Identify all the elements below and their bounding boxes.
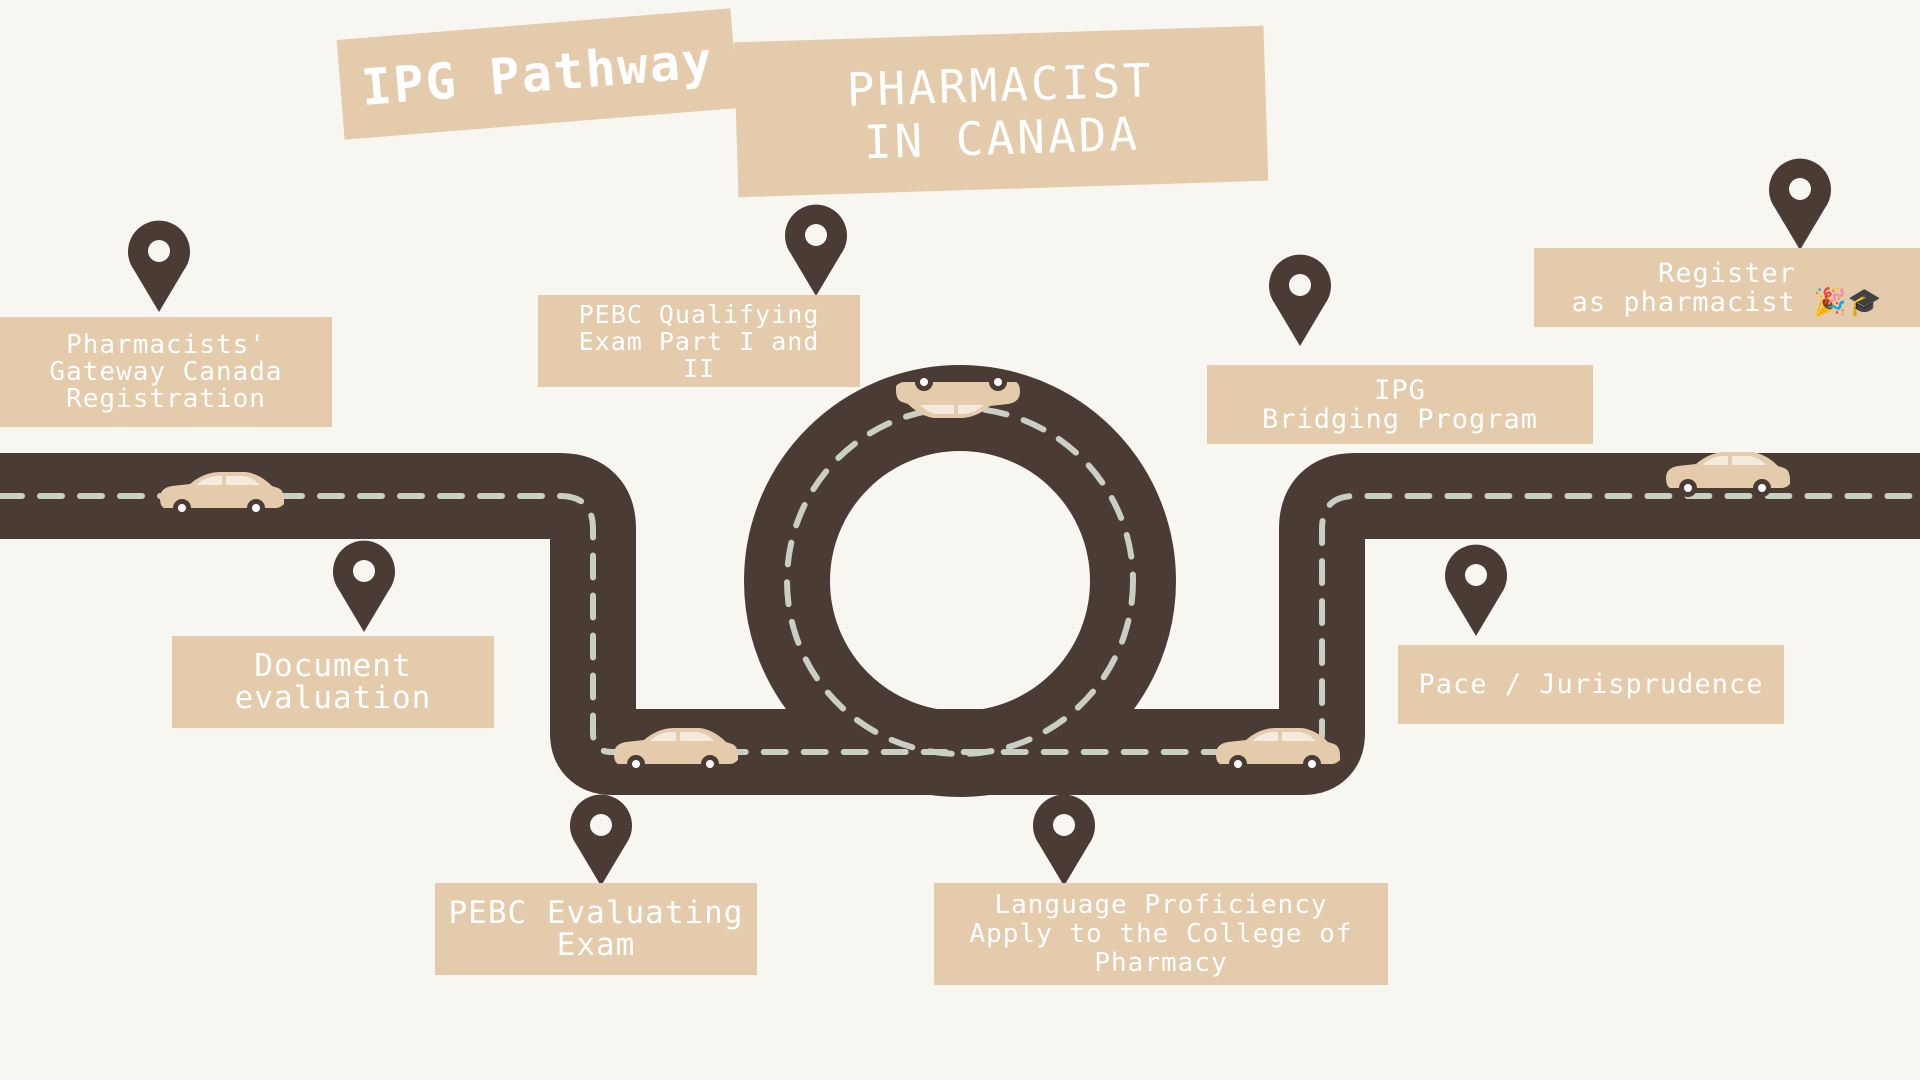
step-label: PEBC Evaluating Exam — [448, 895, 744, 963]
main-title: PHARMACIST IN CANADA — [733, 25, 1269, 198]
location-pin-icon — [785, 204, 847, 296]
car-icon — [1216, 728, 1340, 773]
step-register-as-pharmacist: Register as pharmacist 🎉🎓 — [1534, 248, 1920, 327]
car-icon — [896, 373, 1020, 418]
step-language-proficiency: Language Proficiency Apply to the Colleg… — [934, 883, 1388, 985]
step-label: Language Proficiency Apply to the Colleg… — [969, 889, 1353, 978]
location-pin-icon — [1769, 158, 1831, 250]
step-label: Document evaluation — [234, 648, 432, 716]
location-pin-icon — [333, 540, 395, 632]
step-pebc-evaluating-exam: PEBC Evaluating Exam — [435, 883, 757, 975]
car-icon — [160, 472, 284, 517]
step-ipg-bridging-program: IPG Bridging Program — [1207, 365, 1593, 444]
location-pin-icon — [127, 220, 190, 312]
location-pin-icon — [1445, 544, 1507, 636]
location-pin-icon — [1269, 254, 1331, 346]
step-gateway-registration: Pharmacists' Gateway Canada Registration — [0, 317, 332, 427]
step-pebc-qualifying-exam: PEBC Qualifying Exam Part I and II — [538, 295, 860, 387]
step-label: Pharmacists' Gateway Canada Registration — [49, 329, 283, 414]
step-pace-jurisprudence: Pace / Jurisprudence — [1398, 645, 1784, 724]
step-label: IPG Bridging Program — [1261, 374, 1539, 435]
step-label: Register as pharmacist 🎉🎓 — [1571, 257, 1883, 318]
car-icon — [614, 728, 738, 773]
location-pin-icon — [570, 794, 632, 886]
step-label: PEBC Qualifying Exam Part I and II — [578, 299, 820, 383]
car-icon — [1666, 452, 1790, 497]
step-document-evaluation: Document evaluation — [172, 636, 494, 728]
location-pin-icon — [1033, 794, 1095, 886]
step-label: Pace / Jurisprudence — [1418, 669, 1764, 700]
